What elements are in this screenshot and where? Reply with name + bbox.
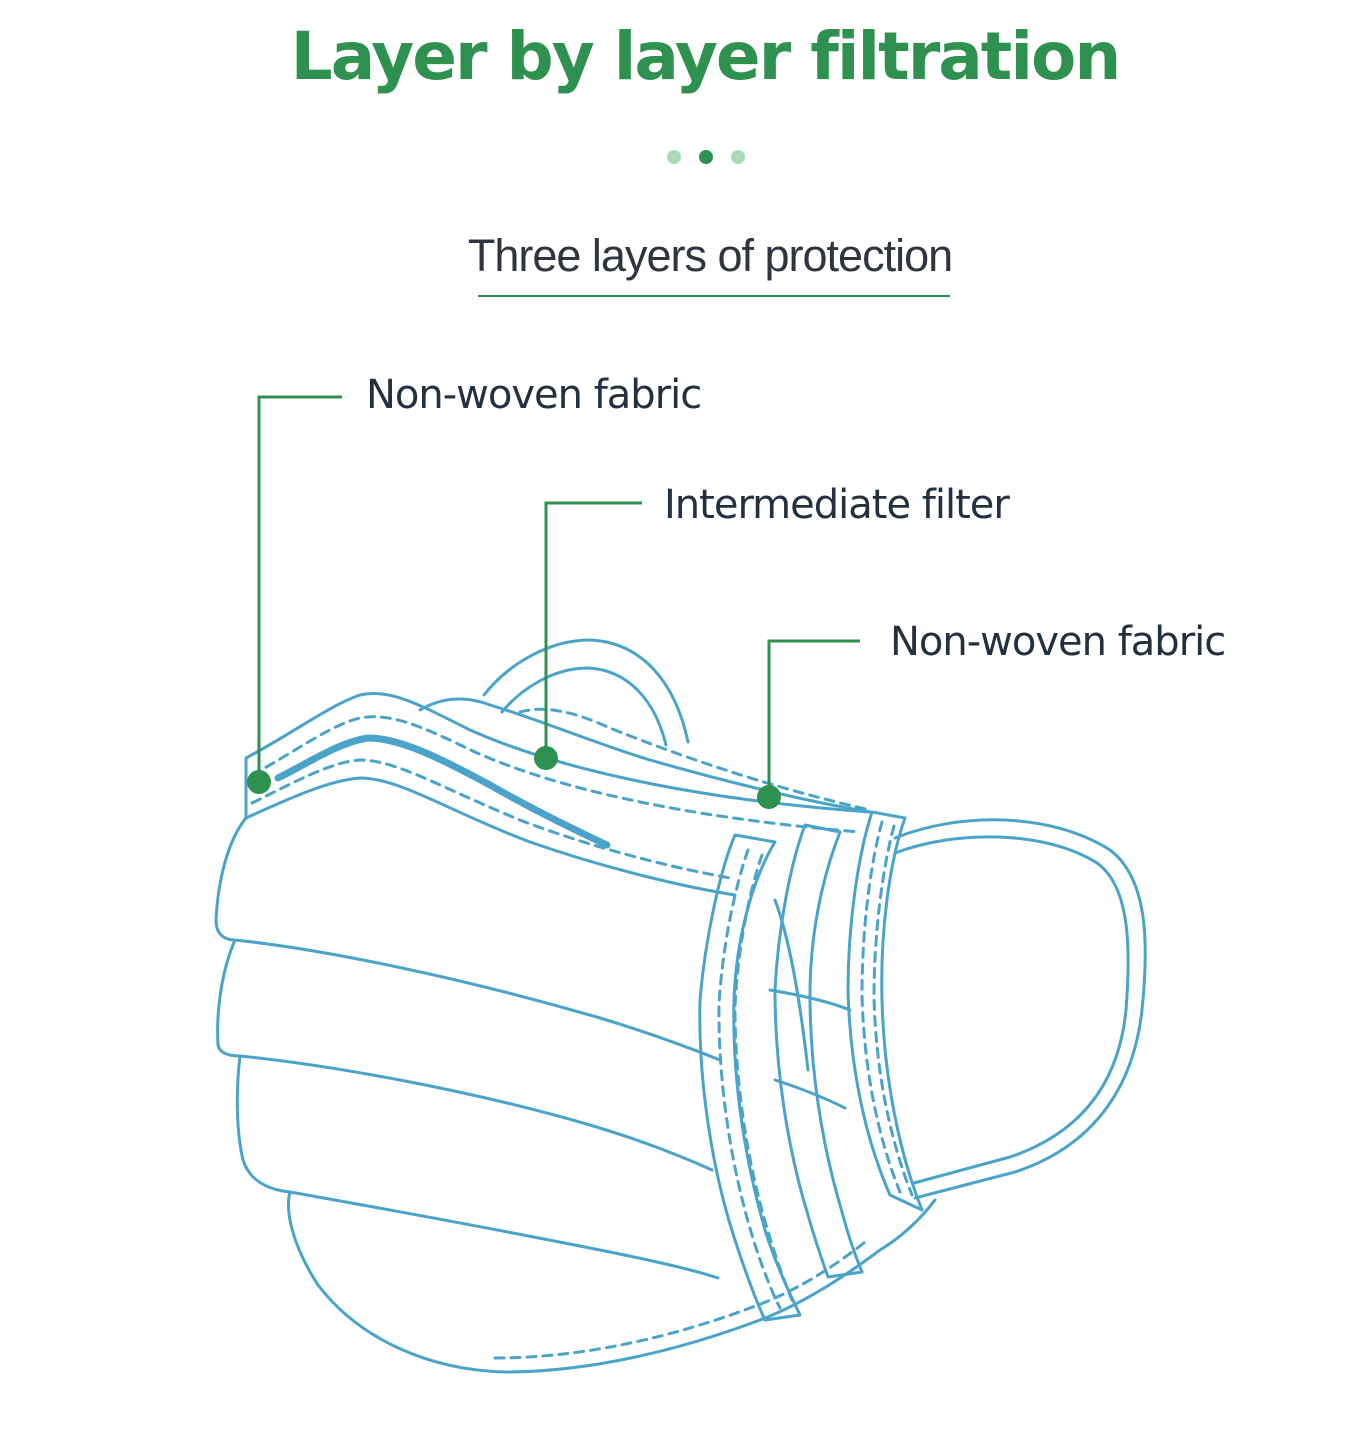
subtitle-underline <box>478 295 950 297</box>
pagination-dots <box>667 150 757 166</box>
side-binding-strip <box>773 823 864 1279</box>
callout-marker-1 <box>247 770 271 794</box>
callout-leader-3 <box>767 639 860 796</box>
callout-label-middle-layer: Intermediate filter <box>664 482 1010 528</box>
pagination-dot[interactable] <box>667 150 681 164</box>
mask-illustration <box>214 638 1147 1374</box>
pleat-line <box>238 1054 714 1172</box>
pleat-line <box>288 1190 720 1280</box>
top-binding <box>244 691 872 814</box>
pagination-dot-active[interactable] <box>699 150 713 164</box>
callout-label-outer-layer: Non-woven fabric <box>366 372 702 418</box>
rear-ear-loop <box>482 638 690 744</box>
callout-marker-2 <box>534 746 558 770</box>
side-binding-strip <box>846 810 924 1212</box>
callout-leader-2 <box>544 501 642 758</box>
callout-label-inner-layer: Non-woven fabric <box>890 619 1226 665</box>
callout-leaders <box>257 395 860 796</box>
section-subtitle: Three layers of protection <box>467 230 953 281</box>
right-ear-loop <box>893 818 1147 1200</box>
callout-markers <box>247 746 781 809</box>
callout-leader-1 <box>257 395 342 782</box>
pleat-line <box>233 938 722 1062</box>
mask-left-edge <box>214 816 507 1374</box>
page-title: Layer by layer filtration <box>290 18 1122 95</box>
callout-marker-3 <box>757 785 781 809</box>
pagination-dot[interactable] <box>731 150 745 164</box>
nose-wire <box>274 734 611 849</box>
